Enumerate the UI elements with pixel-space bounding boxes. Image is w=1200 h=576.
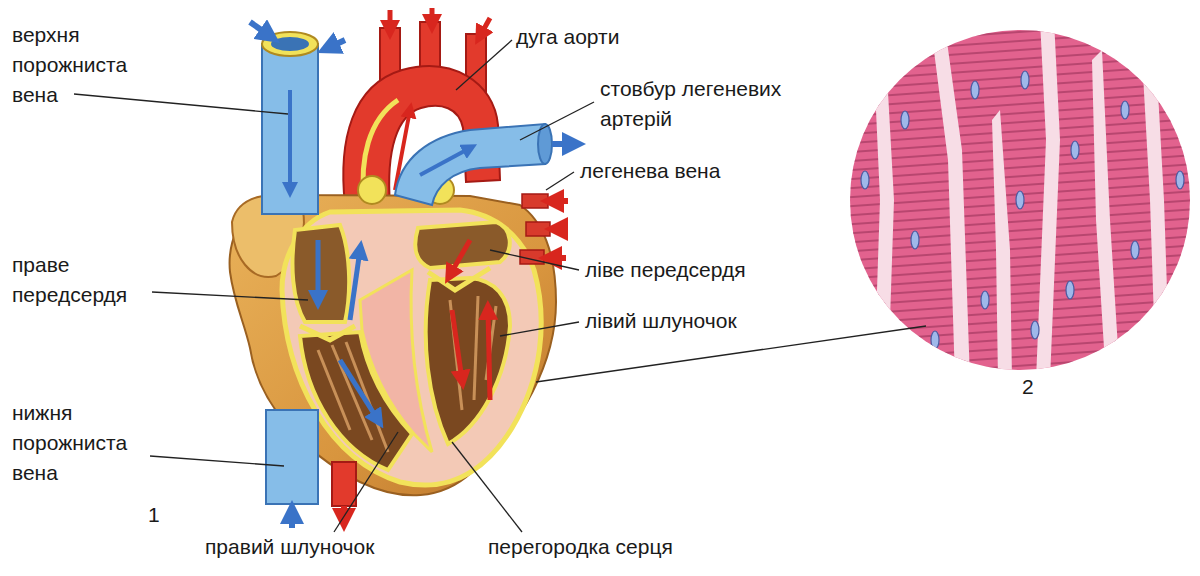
- part-label: лівий шлуночок: [585, 306, 737, 336]
- part-label: нижня порожниста вена: [12, 398, 152, 488]
- part-label: верхня порожниста вена: [12, 20, 152, 110]
- pulmonary-trunk: [395, 124, 574, 205]
- part-label: легенева вена: [580, 156, 720, 186]
- part-label: правий шлуночок: [205, 532, 374, 562]
- part-label: 2: [1022, 372, 1034, 402]
- part-label: 1: [148, 500, 160, 530]
- pulmonary-veins: [520, 194, 568, 264]
- aorta: [343, 8, 500, 205]
- part-label: дуга аорти: [516, 22, 619, 52]
- superior-vena-cava: [250, 22, 345, 214]
- part-label: перегородка серця: [488, 532, 673, 562]
- part-label: стовбур легеневих артерій: [600, 74, 830, 134]
- leader-lines: [74, 40, 926, 532]
- inferior-vena-cava: [266, 410, 356, 528]
- part-label: праве передсердя: [12, 250, 152, 310]
- cardiac-muscle-tissue: [840, 20, 1200, 380]
- part-label: ліве передсердя: [585, 255, 746, 285]
